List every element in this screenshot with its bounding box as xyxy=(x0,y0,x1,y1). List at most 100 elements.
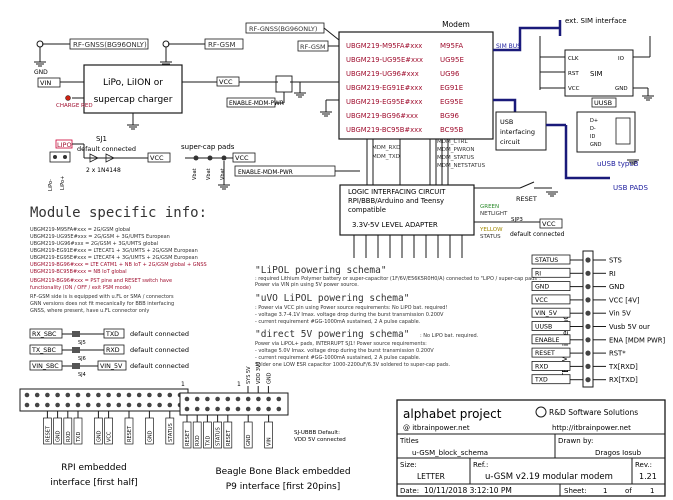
rpi-pin-label: GND xyxy=(56,430,62,442)
itbpmm-signal: RX[TXD] xyxy=(609,376,638,384)
module-info-note: GNN versions does not fit mecanically fo… xyxy=(30,301,174,307)
module-info-line: UBGM219-M95FA#xxx = 2G/GSM global xyxy=(30,227,130,233)
module-info-note: UBGM219-BG96#xxx = PST pine and RESET sw… xyxy=(30,278,172,284)
header-pin xyxy=(85,392,91,398)
itbpmm-pin xyxy=(585,323,591,330)
header-pin xyxy=(235,396,241,402)
gnd-label: GND xyxy=(34,69,48,76)
modem-pin: MDM_CTRL xyxy=(437,139,468,145)
usb-box-1: USB xyxy=(500,118,513,126)
yellow-label: YELLOW xyxy=(479,227,503,233)
modem-pin: MDM_TXD xyxy=(372,154,400,160)
diodes-label: 2 x 1N4148 xyxy=(86,167,121,174)
charger-title-1: LiPo, LiION or xyxy=(103,78,163,88)
sjp3-label: SJP3 xyxy=(511,217,523,223)
module-info-note: functionality (ON / OFF / exit PSM mode) xyxy=(30,285,131,291)
module-info-note: RF-GSM side is is equipped with u.FL or … xyxy=(30,294,174,300)
modem-variant-part: UBGM219-BC95B#xxx xyxy=(346,126,422,134)
drawn-label: Drawn by: xyxy=(558,437,593,445)
bbb-pin-label: RXD xyxy=(195,435,201,446)
module-info-line: UBGM219-EG91E#xxx = LTECAT1 + 3G/UMTS + … xyxy=(30,248,198,254)
pin-one: 1 xyxy=(237,381,241,388)
itbpmm-net: RI xyxy=(535,270,541,277)
header-pin xyxy=(205,406,210,412)
module-info-note: GNSS, where present, have u.FL connector… xyxy=(30,308,149,314)
header-pin xyxy=(205,396,210,402)
itbpmm-signal: GND xyxy=(609,283,625,291)
usb-box-2: interfacing xyxy=(500,128,535,136)
sim-bus-label: SIM BUS xyxy=(496,43,521,50)
header-pin xyxy=(45,392,50,398)
header-pin xyxy=(266,406,271,412)
bbb-pin-label: TXD xyxy=(205,436,211,447)
sheet-label: Sheet: xyxy=(564,487,587,495)
enable-mdm-pwr-label: ENABLE-MDM-PWR xyxy=(238,170,293,176)
supercap-pad: Vbat xyxy=(192,168,198,180)
module-info-line: UBGM219-UG96#xxx = 2G/GSM + 3G/UMTS glob… xyxy=(30,241,158,247)
rf-gnss-label: RF-GNSS(BG96ONLY) xyxy=(73,41,147,49)
itbpmm-signal: TX[RXD] xyxy=(608,363,638,371)
header-pin xyxy=(106,402,111,408)
module-info-line: UBGM219-UG95E#xxx = 2G/GSM + 3G/UMTS Eur… xyxy=(30,234,170,240)
itbpmm-net: STATUS xyxy=(535,257,558,264)
logic-title-1: LOGIC INTERFACING CIRCUIT xyxy=(348,188,446,196)
modem-variant-part: UBGM219-UG96#xxx xyxy=(346,70,419,78)
jumper-right: TXD xyxy=(105,331,119,338)
header-pin xyxy=(266,396,271,402)
powering-h3: "direct 5V powering schema" xyxy=(255,329,409,340)
lipo-label: LIPO xyxy=(57,141,72,149)
rf-gnss-left: RF-GNSS(BG96ONLY) GND xyxy=(33,38,149,76)
supercap-pad: Vbat xyxy=(206,168,212,180)
sim-chip-label: SIM xyxy=(590,70,603,78)
header-pin xyxy=(245,406,251,412)
jumper-right: RXD xyxy=(106,347,120,354)
usb-type-label: uUSB typeB xyxy=(597,160,639,168)
charger-title-2: supercap charger xyxy=(94,95,173,105)
modem-variant-code: EG91E xyxy=(440,84,463,92)
itbpmm-pin xyxy=(585,363,591,369)
bbb-top-label: GND xyxy=(266,372,272,384)
header-pin xyxy=(157,392,162,398)
bbb-top-label: VDD 3V3 xyxy=(256,362,262,385)
powering-h2: "uVO LiPOL powering schema" xyxy=(255,293,409,304)
size-value: LETTER xyxy=(417,472,445,481)
rpi-pin-label: RESET xyxy=(127,425,133,442)
header-pin xyxy=(45,402,50,408)
logic-title-2: RPI/BBB/Arduino and Teensy xyxy=(348,197,444,205)
supercap-title: super-cap pads xyxy=(181,143,235,151)
bbb-pin-label: RESET xyxy=(185,429,191,446)
header-pin xyxy=(245,396,251,402)
modem-pin: MDM_PWRON xyxy=(437,147,475,153)
modem-variant-code: UG96 xyxy=(440,70,460,78)
powering-p3b: Power via LiPOL+ pads, INTERRUPT SJ1! Po… xyxy=(255,341,427,347)
diode-icon xyxy=(89,153,99,163)
lipo-plus: LiPo+ xyxy=(60,176,66,190)
powering-p2c: - current requirement #GG-1000mA sustain… xyxy=(255,319,421,325)
powering-notes: "LiPOL powering schema" : required Lithi… xyxy=(255,265,541,368)
module-info: Module specific info: UBGM219-M95FA#xxx … xyxy=(30,205,207,314)
powering-p3: : No LiPO bat. required. xyxy=(420,333,479,339)
itbpmm-net: VIN_5V xyxy=(535,310,558,317)
lipo-section: SJ1 default connected LIPO 2 x 1N4148 VC… xyxy=(48,135,171,191)
date-value: 10/11/2018 3:12:10 PM xyxy=(424,486,512,495)
header-pin xyxy=(34,402,40,408)
company-name: R&D Software Solutions xyxy=(549,408,638,417)
modem-variant-part: UBGM219-EG91E#xxx xyxy=(346,84,422,92)
module-info-line: UBGM219-BC95B#xxx = NB IoT global xyxy=(30,269,127,275)
sim-pin: RST xyxy=(568,71,579,77)
sim-interface: ext. SIM interface SIM BUS SIM CLK RST V… xyxy=(493,17,655,101)
itbpmm-net: TXD xyxy=(534,377,548,384)
header-pin xyxy=(194,406,200,412)
header-pin xyxy=(167,402,173,408)
rf-gsm-top: RF-GSM xyxy=(300,43,326,51)
vdd-note-1: SJ-UBBB Default: xyxy=(294,430,340,436)
itbpmm-pin xyxy=(585,284,591,290)
supercap-pad: Vbat xyxy=(220,168,226,180)
itbpmm-signal: RST* xyxy=(609,350,626,358)
header-pin xyxy=(225,406,231,412)
header-pin xyxy=(184,406,190,412)
bbb-title-1: Beagle Bone Black embedded xyxy=(215,467,350,477)
header-pin xyxy=(136,392,142,398)
